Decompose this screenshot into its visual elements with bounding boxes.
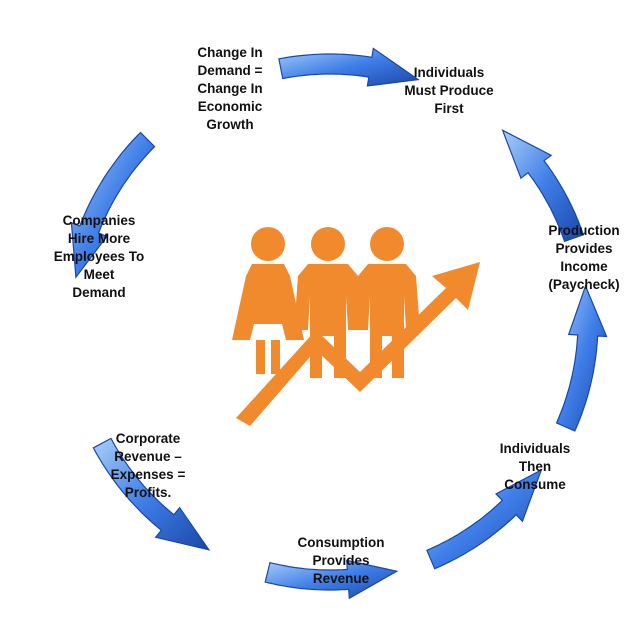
person-head-icon [311,227,345,261]
step-line: Companies [62,213,136,228]
step-production-income: Production Provides Income (Paycheck) [532,222,636,294]
step-line: Demand [72,285,126,300]
person-body-icon [354,264,420,378]
person-head-icon [370,227,404,261]
step-line: Individuals [499,441,571,456]
step-line: Must Produce [404,83,494,98]
step-line: Revenue [312,571,370,586]
person-head-icon [251,227,285,261]
step-consumption-revenue: Consumption Provides Revenue [284,534,398,588]
step-line: First [434,101,464,116]
step-line: Hire More [67,231,131,246]
step-line: Consumption [297,535,385,550]
step-corporate-profits: Corporate Revenue – Expenses = Profits. [96,430,200,502]
step-individuals-produce: Individuals Must Produce First [390,64,508,118]
people-growth-icon [232,227,480,426]
step-line: Change In [197,81,263,96]
step-line: Profits. [124,485,172,500]
step-line: Provides [312,553,370,568]
step-line: Revenue – [114,449,182,464]
curved-arrow-icon [555,284,608,432]
person-body-icon [232,264,304,340]
step-line: Economic [197,99,263,114]
step-line: (Paycheck) [548,277,620,292]
step-line: Employees To [53,249,145,264]
person-leg-icon [256,340,265,374]
step-change-in-demand: Change In Demand = Change In Economic Gr… [180,44,280,134]
curved-arrow-icon [264,559,399,600]
step-individuals-consume: Individuals Then Consume [480,440,590,494]
step-line: Change In [197,45,263,60]
step-line: Corporate [115,431,181,446]
step-line: Provides [555,241,613,256]
curved-arrow-icon [92,437,211,551]
step-line: Production [548,223,620,238]
person-leg-icon [271,340,280,374]
step-line: Meet [83,267,115,282]
step-line: Growth [206,117,254,132]
step-line: Individuals [413,65,485,80]
step-line: Then [518,459,552,474]
curved-arrow-icon [278,47,420,87]
curved-arrow-icon [426,468,543,570]
curved-arrow-icon [70,131,156,279]
step-companies-hire: Companies Hire More Employees To Meet De… [40,212,158,302]
curved-arrow-icon [501,129,585,243]
trend-arrow-icon [236,262,480,426]
step-line: Consume [504,477,566,492]
step-line: Income [560,259,608,274]
step-line: Demand = [197,63,263,78]
step-line: Expenses = [110,467,186,482]
